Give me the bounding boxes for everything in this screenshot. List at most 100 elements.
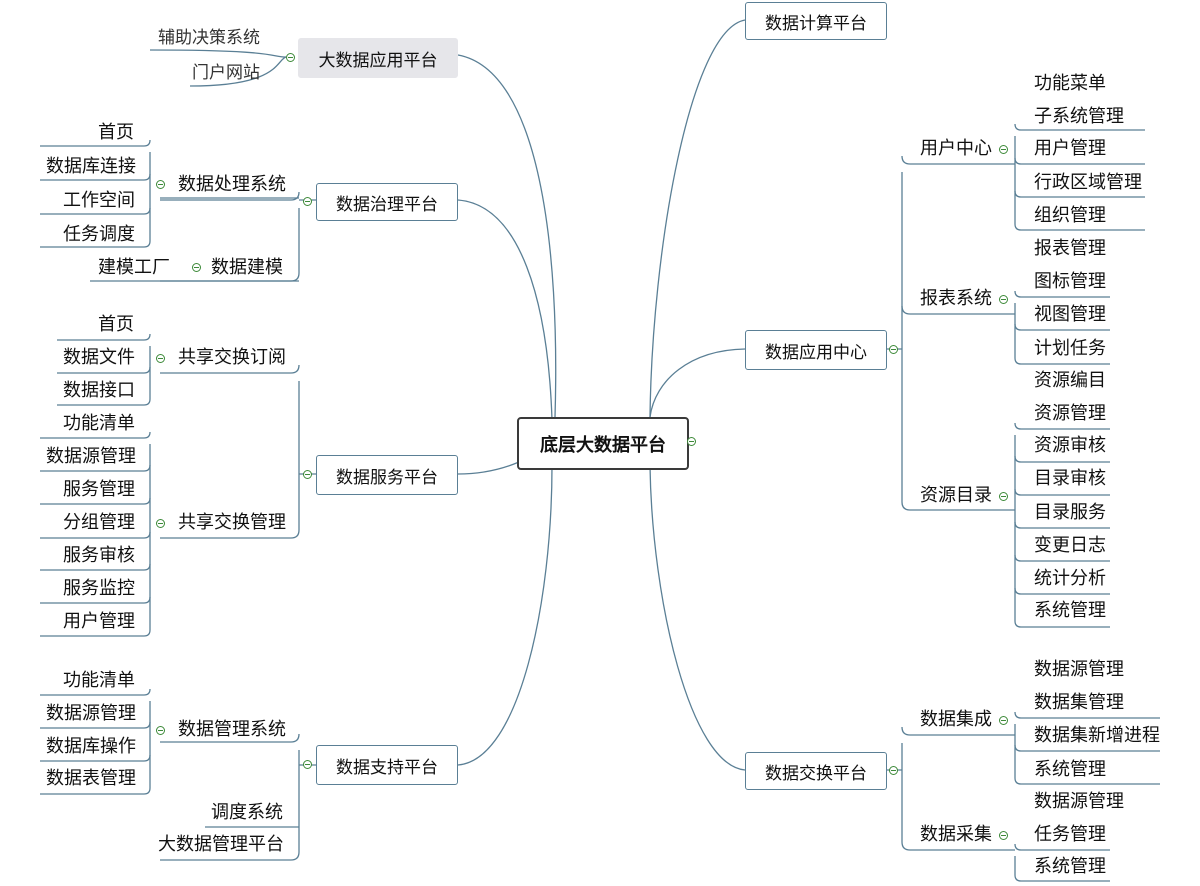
leaf-portal[interactable]: 门户网站 [192, 63, 260, 83]
leaf-res-item[interactable]: 统计分析 [1034, 568, 1106, 589]
connector-line [160, 851, 300, 861]
node-app-center[interactable]: 数据应用中心 [745, 330, 887, 370]
collapse-icon[interactable] [687, 437, 696, 446]
leaf-res-item[interactable]: 资源审核 [1034, 435, 1106, 456]
collapse-icon[interactable] [192, 263, 201, 272]
connector-line [1014, 488, 1110, 496]
node-resource-catalog[interactable]: 资源目录 [920, 485, 992, 506]
leaf-sub-item[interactable]: 数据接口 [63, 380, 135, 401]
leaf-mgmt-item[interactable]: 分组管理 [63, 512, 135, 533]
leaf-mgmt-item[interactable]: 功能清单 [63, 413, 135, 434]
node-svc-platform[interactable]: 数据服务平台 [316, 455, 458, 495]
collapse-icon[interactable] [286, 53, 295, 62]
node-app-platform[interactable]: 大数据应用平台 [298, 38, 458, 78]
leaf-report-item[interactable]: 视图管理 [1034, 304, 1106, 325]
leaf-mgmt-item[interactable]: 服务监控 [63, 578, 135, 599]
collapse-icon[interactable] [889, 345, 898, 354]
connector-line [457, 54, 557, 418]
leaf-report-item[interactable]: 图标管理 [1034, 271, 1106, 292]
leaf-dm-item[interactable]: 数据源管理 [46, 703, 136, 724]
connector-line [1014, 777, 1160, 785]
leaf-proc-item[interactable]: 数据库连接 [46, 156, 136, 177]
leaf-res-item[interactable]: 资源管理 [1034, 403, 1106, 424]
collapse-icon[interactable] [303, 470, 312, 479]
leaf-collect-item[interactable]: 数据源管理 [1034, 791, 1124, 812]
connector-line [57, 333, 151, 341]
collapse-icon[interactable] [889, 766, 898, 775]
connector-line [1014, 554, 1110, 562]
root-node[interactable]: 底层大数据平台 [517, 417, 689, 470]
leaf-mgmt-item[interactable]: 数据源管理 [46, 446, 136, 467]
node-dm-system[interactable]: 数据管理系统 [178, 719, 286, 740]
leaf-report-item[interactable]: 计划任务 [1034, 338, 1106, 359]
leaf-user-item[interactable]: 子系统管理 [1034, 106, 1124, 127]
collapse-icon[interactable] [156, 354, 165, 363]
leaf-integ-item[interactable]: 系统管理 [1034, 759, 1106, 780]
leaf-res-item[interactable]: 系统管理 [1034, 600, 1106, 621]
leaf-res-item[interactable]: 目录审核 [1034, 468, 1106, 489]
leaf-collect-item[interactable]: 任务管理 [1034, 824, 1106, 845]
leaf-sub-item[interactable]: 首页 [98, 314, 134, 335]
connector-line [40, 173, 151, 181]
leaf-integ-item[interactable]: 数据集新增进程 [1034, 725, 1160, 746]
node-calc-platform[interactable]: 数据计算平台 [745, 2, 887, 40]
node-exchange-platform[interactable]: 数据交换平台 [745, 752, 887, 790]
leaf-report-item[interactable]: 报表管理 [1034, 238, 1106, 259]
leaf-res-item[interactable]: 资源编目 [1034, 370, 1106, 391]
connector-line [649, 19, 746, 418]
leaf-proc-item[interactable]: 首页 [98, 122, 134, 143]
node-data-model[interactable]: 数据建模 [211, 257, 283, 278]
leaf-dm-item[interactable]: 数据库操作 [46, 736, 136, 757]
connector-line [40, 464, 151, 472]
connector-line [57, 366, 151, 374]
leaf-res-item[interactable]: 变更日志 [1034, 535, 1106, 556]
leaf-mgmt-item[interactable]: 用户管理 [63, 611, 135, 632]
collapse-icon[interactable] [999, 831, 1008, 840]
collapse-icon[interactable] [999, 145, 1008, 154]
collapse-icon[interactable] [156, 726, 165, 735]
leaf-integ-item[interactable]: 数据集管理 [1034, 692, 1124, 713]
collapse-icon[interactable] [303, 197, 312, 206]
leaf-mgmt-item[interactable]: 服务管理 [63, 479, 135, 500]
leaf-sub-item[interactable]: 数据文件 [63, 347, 135, 368]
leaf-user-item[interactable]: 组织管理 [1034, 205, 1106, 226]
leaf-proc-item[interactable]: 工作空间 [63, 190, 135, 211]
leaf-decision-system[interactable]: 辅助决策系统 [158, 28, 260, 48]
node-sup-platform[interactable]: 数据支持平台 [316, 745, 458, 785]
leaf-user-item[interactable]: 功能菜单 [1034, 73, 1106, 94]
leaf-mgmt-item[interactable]: 服务审核 [63, 545, 135, 566]
leaf-res-item[interactable]: 目录服务 [1034, 502, 1106, 523]
leaf-dm-item[interactable]: 功能清单 [63, 670, 135, 691]
connector-line [57, 398, 151, 406]
connector-line [40, 629, 151, 637]
node-proc-system[interactable]: 数据处理系统 [178, 174, 286, 195]
leaf-proc-item[interactable]: 任务调度 [63, 224, 135, 245]
connector-line [40, 240, 151, 248]
node-user-center[interactable]: 用户中心 [920, 138, 992, 159]
connector-line [457, 199, 553, 421]
leaf-user-item[interactable]: 行政区域管理 [1034, 172, 1142, 193]
leaf-integ-item[interactable]: 数据源管理 [1034, 659, 1124, 680]
collapse-icon[interactable] [999, 295, 1008, 304]
node-report-system[interactable]: 报表系统 [920, 288, 992, 309]
connector-line [1014, 223, 1145, 231]
leaf-scheduling-system[interactable]: 调度系统 [211, 802, 283, 823]
node-data-collection[interactable]: 数据采集 [920, 824, 992, 845]
leaf-dm-item[interactable]: 数据表管理 [46, 768, 136, 789]
connector-line [189, 56, 287, 87]
connector-line [149, 49, 287, 58]
collapse-icon[interactable] [303, 760, 312, 769]
leaf-model-factory[interactable]: 建模工厂 [98, 257, 170, 278]
collapse-icon[interactable] [999, 492, 1008, 501]
leaf-collect-item[interactable]: 系统管理 [1034, 856, 1106, 877]
connector-line [1014, 620, 1110, 628]
node-share-manage[interactable]: 共享交换管理 [178, 512, 286, 533]
collapse-icon[interactable] [156, 180, 165, 189]
leaf-user-item[interactable]: 用户管理 [1034, 138, 1106, 159]
node-share-subscribe[interactable]: 共享交换订阅 [178, 347, 286, 368]
leaf-bigdata-mgmt-platform[interactable]: 大数据管理平台 [158, 834, 284, 855]
collapse-icon[interactable] [999, 716, 1008, 725]
collapse-icon[interactable] [156, 519, 165, 528]
node-gov-platform[interactable]: 数据治理平台 [316, 183, 458, 221]
node-data-integration[interactable]: 数据集成 [920, 709, 992, 730]
